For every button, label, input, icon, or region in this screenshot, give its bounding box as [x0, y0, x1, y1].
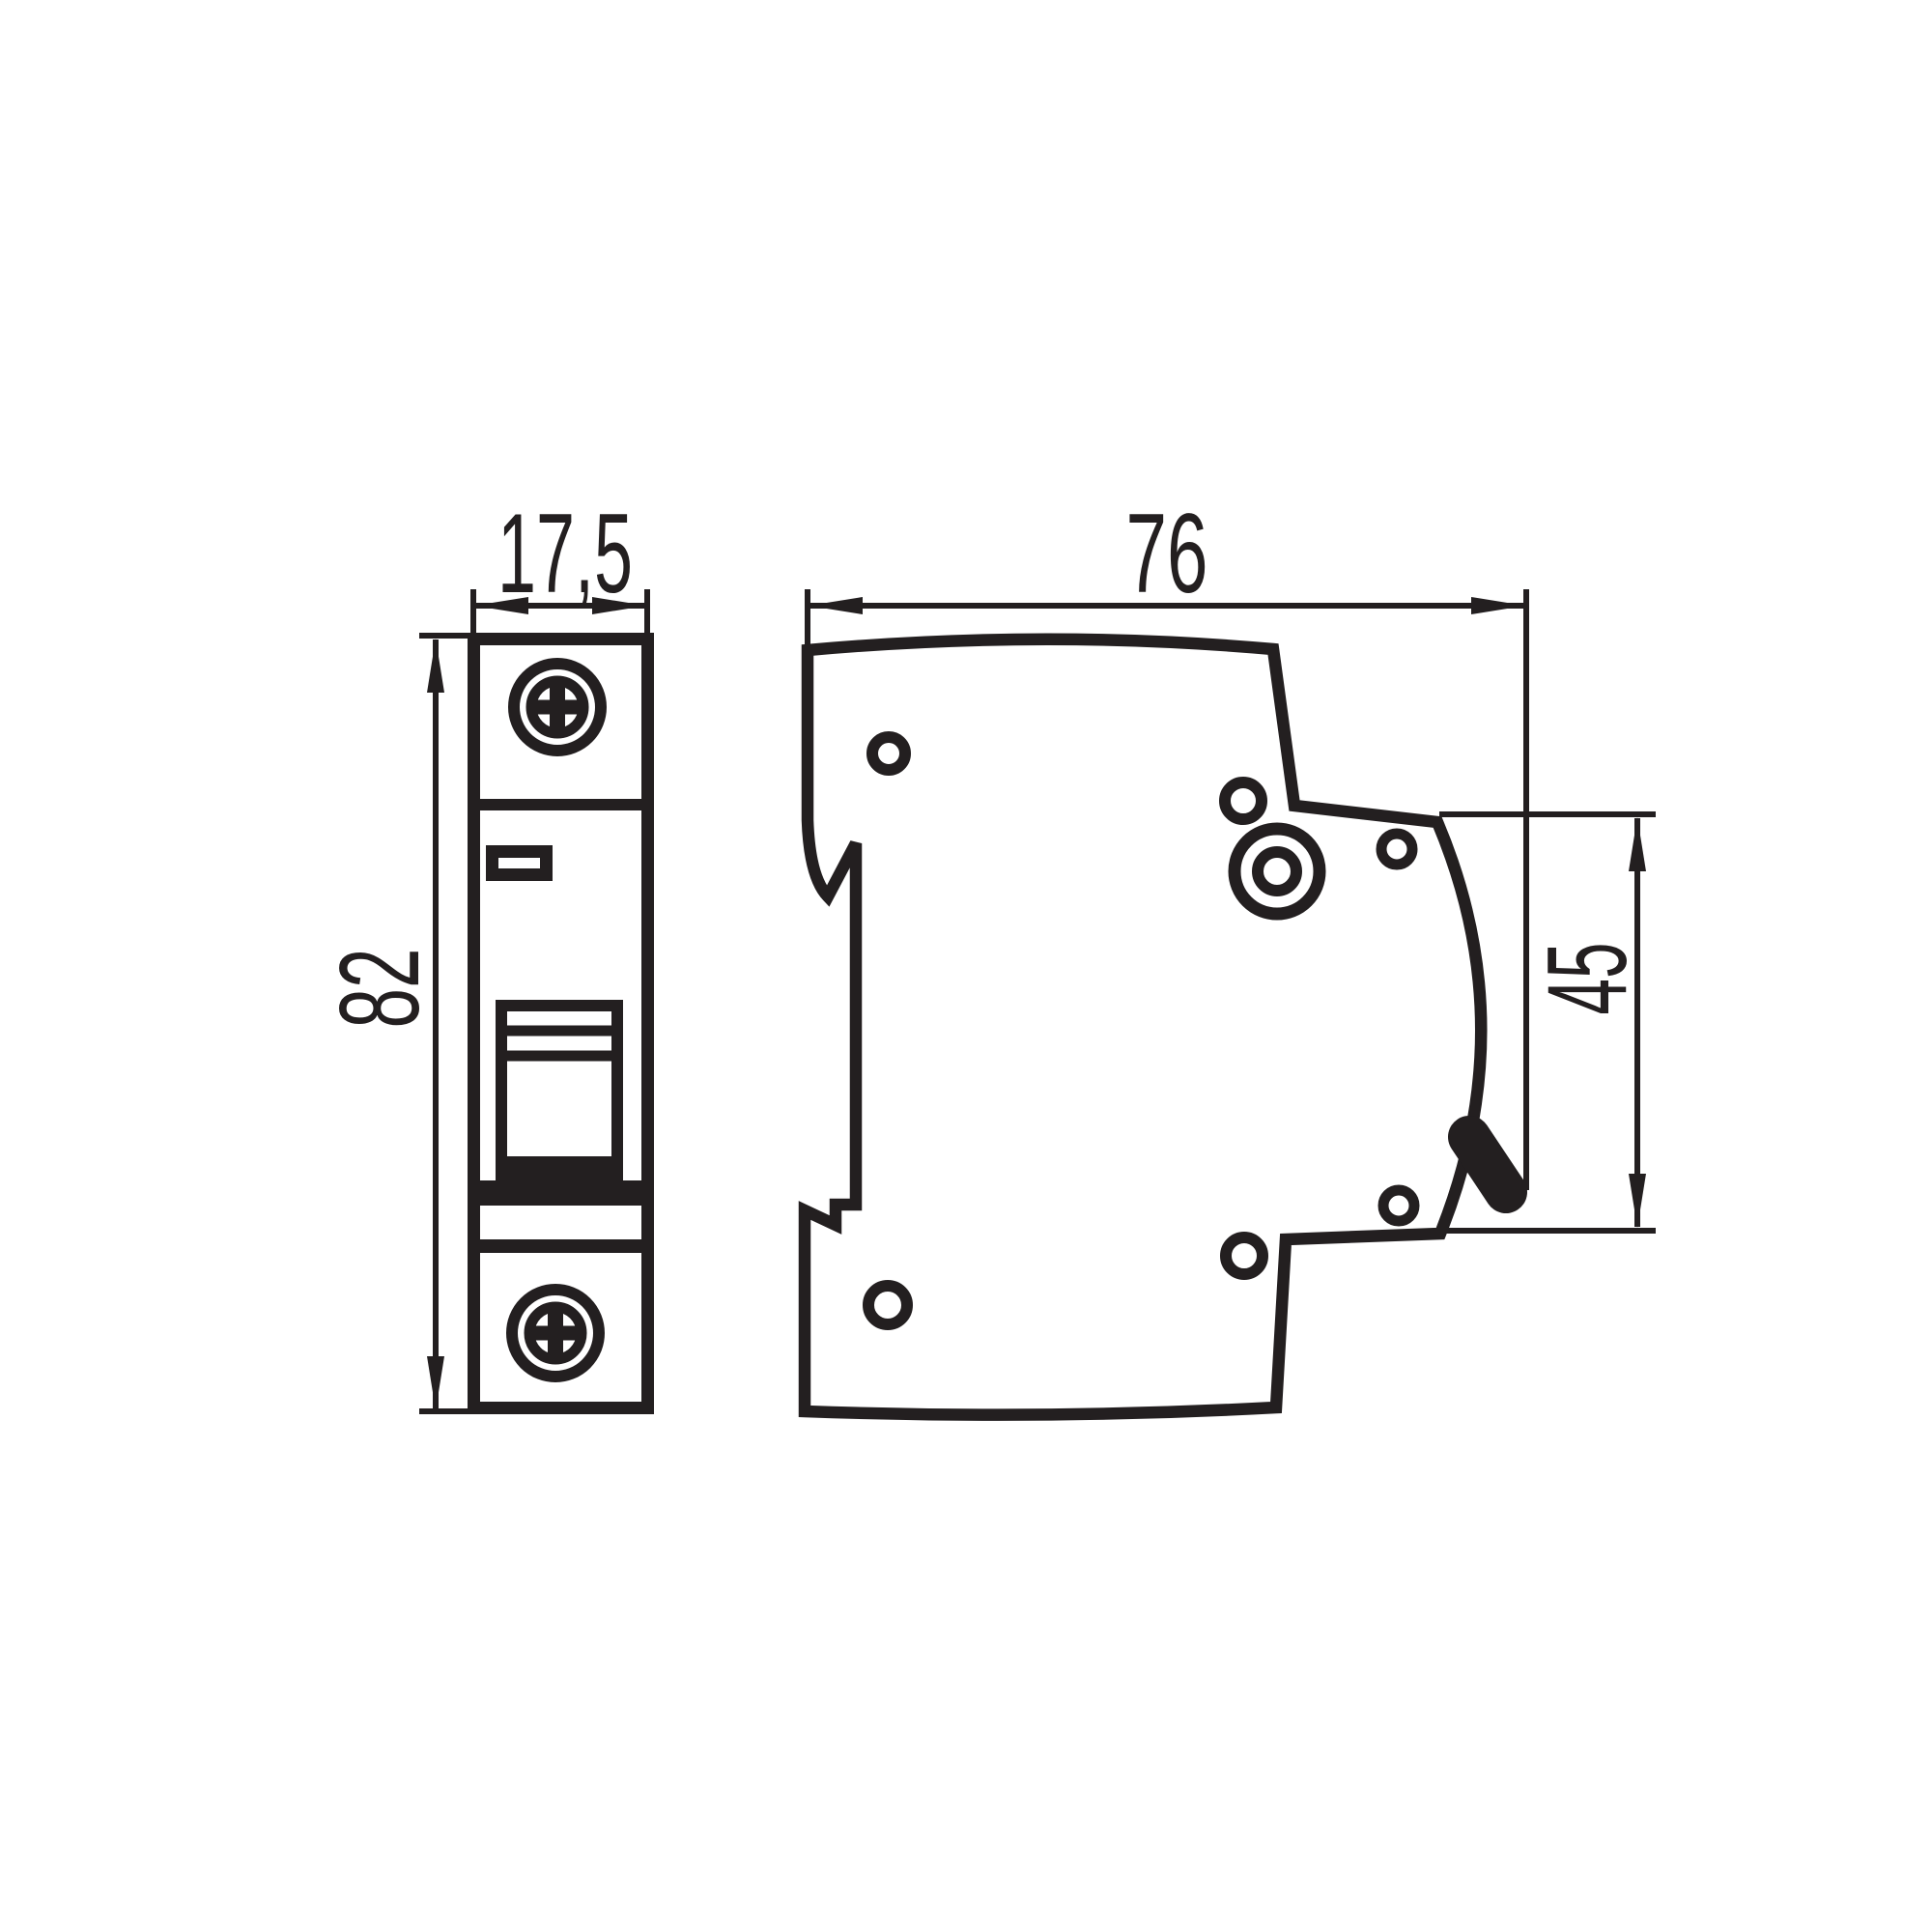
dim-lever-arrow-bottom — [1629, 1174, 1646, 1228]
rivet-upper-left — [866, 731, 911, 776]
dim-lever-arrow-top — [1629, 817, 1646, 871]
screw-cross-v — [548, 1311, 563, 1355]
screw-outer-ring — [508, 658, 607, 756]
dim-lever-label: 45 — [1523, 943, 1650, 1015]
front-toggle — [474, 1000, 652, 1206]
screw-cross-v — [550, 685, 565, 729]
rivet-top-small — [1219, 777, 1267, 825]
front-view — [468, 633, 654, 1414]
rivet-lower-right — [1377, 1184, 1420, 1227]
dim-width: 17,5 — [470, 490, 650, 634]
screw-outer-ring — [506, 1284, 605, 1382]
dim-width-arrow-right — [592, 597, 646, 614]
screw-terminal-bottom — [506, 1284, 605, 1382]
rivet-upper-right — [1376, 828, 1418, 870]
dim-height-arrow-bottom — [427, 1356, 444, 1410]
side-view — [798, 633, 1527, 1421]
rivet-bottom-middle — [1220, 1232, 1268, 1280]
dim-depth: 76 — [805, 490, 1529, 1190]
pivot-inner-ring — [1252, 846, 1302, 896]
screw-inner-ring — [524, 1301, 587, 1365]
dim-height-label: 82 — [316, 949, 442, 1029]
screw-terminal-top — [508, 658, 607, 756]
rivet-lower-left — [863, 1280, 913, 1330]
side-profile-outline — [798, 633, 1488, 1421]
dim-lever-zone: 45 — [1439, 811, 1656, 1234]
dim-height-arrow-top — [427, 639, 444, 693]
dim-depth-arrow-right — [1471, 597, 1525, 614]
dim-depth-arrow-left — [809, 597, 863, 614]
toggle-slot-band — [474, 1180, 652, 1206]
dim-width-arrow-left — [474, 597, 528, 614]
dim-depth-label: 76 — [1126, 490, 1208, 616]
toggle-slot-inner — [496, 1156, 623, 1180]
dim-height: 82 — [316, 633, 470, 1414]
dim-width-label: 17,5 — [497, 490, 633, 616]
screw-inner-ring — [525, 675, 589, 739]
front-label-window — [486, 845, 553, 881]
toggle-lever — [1448, 1116, 1527, 1213]
